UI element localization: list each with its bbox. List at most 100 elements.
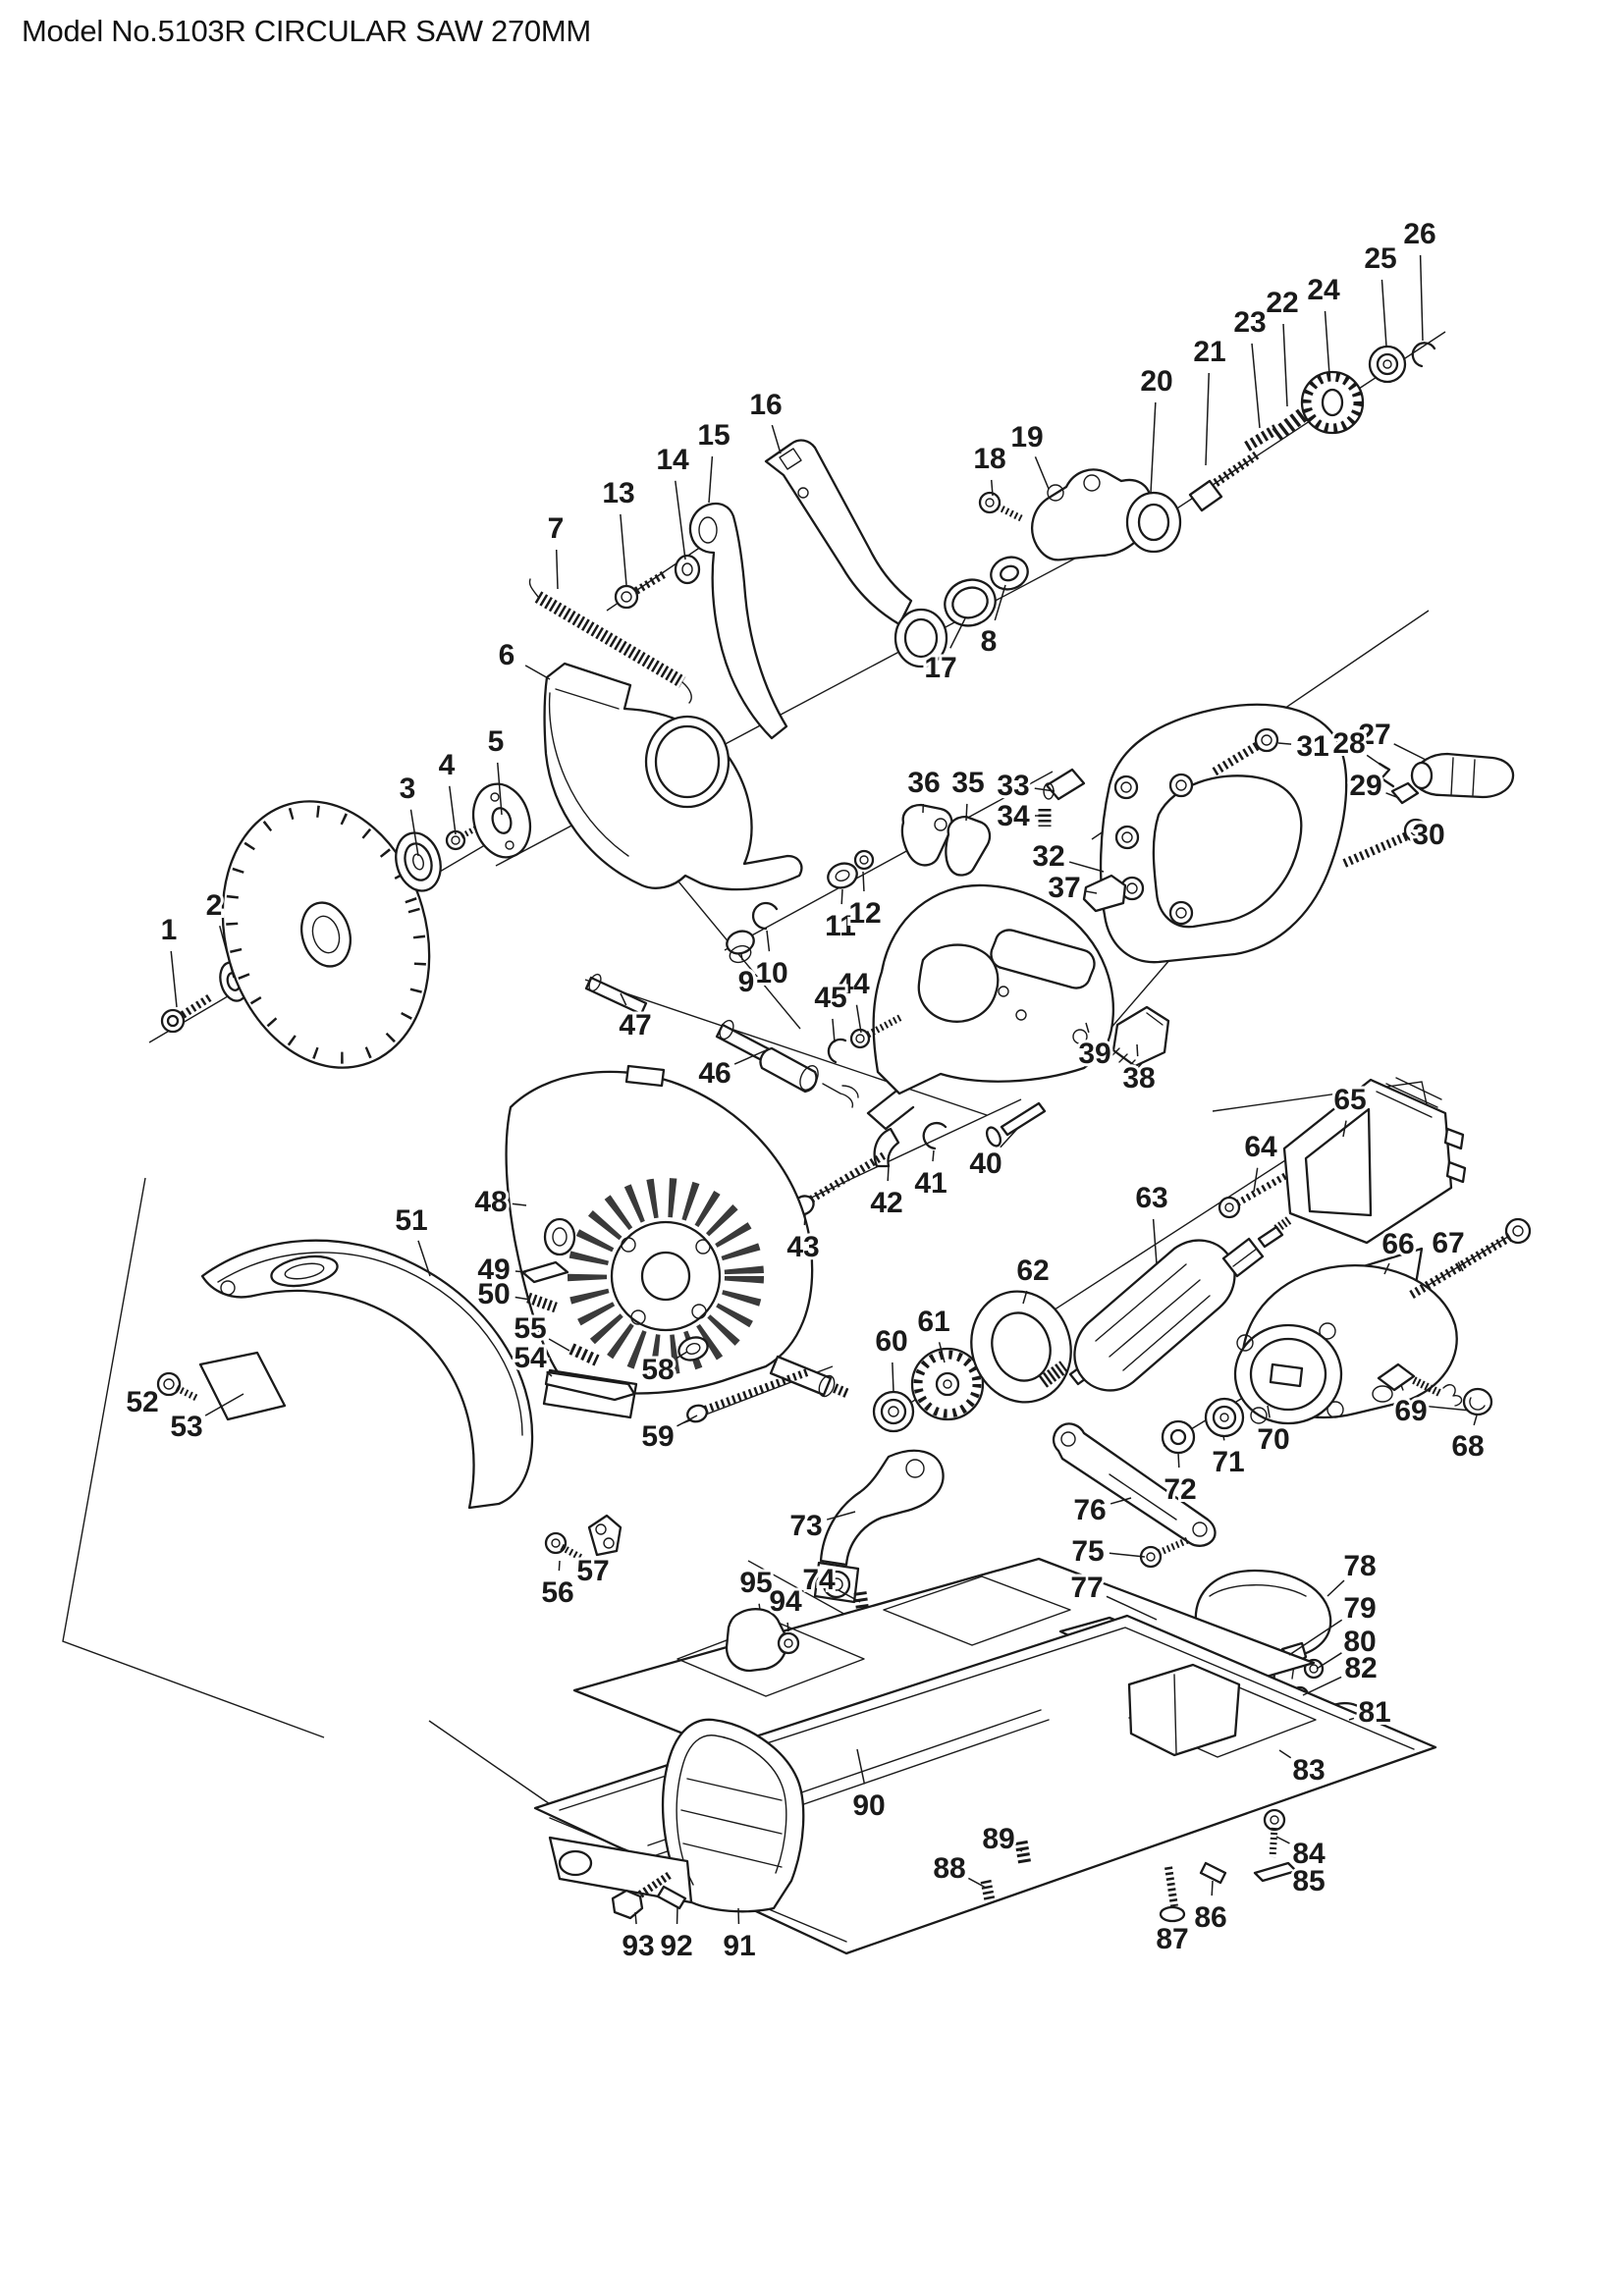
part-leader-74	[837, 1588, 861, 1603]
part-label-33: 33	[997, 770, 1029, 802]
part-leader-62	[1022, 1290, 1028, 1305]
part-label-42: 42	[870, 1187, 902, 1219]
part-label-77: 77	[1070, 1572, 1103, 1604]
part-leader-13	[620, 513, 627, 586]
part-label-50: 50	[477, 1278, 510, 1310]
part-label-84: 84	[1292, 1838, 1326, 1870]
part-label-40: 40	[969, 1148, 1001, 1180]
part-label-75: 75	[1071, 1535, 1104, 1568]
part-leader-23	[1251, 343, 1261, 429]
part-leader-32	[1068, 861, 1105, 873]
part-label-83: 83	[1292, 1754, 1325, 1787]
part-label-1: 1	[161, 914, 178, 946]
part-leader-5	[497, 762, 503, 816]
part-label-8: 8	[981, 625, 998, 658]
part-leader-22	[1282, 323, 1288, 407]
spindle-head-group	[978, 342, 1436, 561]
gear-housing-group	[505, 1064, 850, 1423]
part-leader-89	[1016, 1847, 1023, 1852]
part-leader-11	[840, 888, 843, 905]
part-leader-82	[1302, 1676, 1342, 1696]
part-leader-3	[409, 809, 419, 857]
part-leader-76	[1110, 1497, 1132, 1505]
part-label-36: 36	[907, 767, 940, 799]
part-label-4: 4	[439, 749, 456, 781]
part-label-92: 92	[660, 1930, 692, 1962]
part-leader-1	[170, 950, 178, 1008]
part-leader-69	[1400, 1384, 1404, 1391]
part-label-11: 11	[825, 910, 856, 942]
part-leader-18	[990, 479, 994, 497]
part-leader-41	[932, 1149, 935, 1162]
part-leader-56	[558, 1560, 561, 1572]
part-label-34: 34	[997, 800, 1030, 832]
part-label-73: 73	[789, 1510, 822, 1542]
part-label-82: 82	[1344, 1652, 1377, 1684]
part-label-10: 10	[755, 957, 787, 989]
motor-assembly	[872, 1077, 1532, 1455]
part-label-54: 54	[514, 1342, 547, 1374]
part-leader-78	[1326, 1579, 1345, 1597]
part-label-24: 24	[1307, 274, 1340, 306]
part-leader-2	[219, 926, 235, 979]
part-leader-16	[771, 424, 782, 454]
part-label-7: 7	[548, 512, 565, 545]
part-leader-43	[803, 1214, 806, 1226]
part-leader-17	[949, 617, 966, 649]
part-leader-68	[1473, 1415, 1478, 1426]
part-leader-65	[1342, 1120, 1347, 1138]
part-leader-6	[524, 665, 551, 680]
part-leader-44	[855, 1004, 862, 1034]
part-leader-20	[1150, 401, 1157, 494]
part-leader-47	[620, 992, 627, 1006]
blade-case-group	[584, 849, 1170, 1216]
part-leader-77	[1106, 1595, 1158, 1621]
part-label-95: 95	[739, 1567, 772, 1599]
part-label-16: 16	[749, 389, 782, 421]
part-label-93: 93	[622, 1930, 654, 1962]
part-label-18: 18	[973, 443, 1005, 475]
part-leader-94	[786, 1622, 789, 1632]
part-label-29: 29	[1349, 770, 1381, 802]
part-label-78: 78	[1343, 1550, 1376, 1582]
part-leader-79	[1288, 1619, 1343, 1656]
part-leader-15	[708, 455, 714, 504]
part-label-66: 66	[1381, 1228, 1414, 1260]
part-label-22: 22	[1266, 287, 1298, 319]
safety-cover-group	[156, 1239, 534, 1510]
part-leader-8	[994, 584, 1006, 621]
saw-blade-assembly	[160, 782, 532, 1069]
part-label-58: 58	[641, 1354, 674, 1386]
part-label-81: 81	[1358, 1696, 1390, 1729]
part-leader-71	[1222, 1435, 1225, 1441]
diagram-title: Model No.5103R CIRCULAR SAW 270MM	[22, 14, 591, 48]
part-label-28: 28	[1332, 727, 1365, 760]
part-leader-67	[1457, 1261, 1464, 1272]
part-leader-88	[967, 1877, 987, 1889]
part-label-86: 86	[1194, 1901, 1226, 1934]
part-label-52: 52	[126, 1386, 158, 1418]
part-leader-27	[1393, 743, 1427, 761]
part-label-56: 56	[541, 1576, 573, 1609]
part-leader-84	[1275, 1836, 1290, 1844]
part-label-25: 25	[1364, 242, 1396, 275]
part-leader-42	[887, 1165, 890, 1182]
part-label-51: 51	[395, 1204, 427, 1237]
part-label-45: 45	[814, 982, 846, 1014]
part-label-76: 76	[1073, 1494, 1106, 1526]
part-leader-40	[1000, 1128, 1018, 1148]
part-label-79: 79	[1343, 1592, 1376, 1625]
base-assembly	[533, 1557, 1437, 1955]
upper-guard-group	[528, 439, 1029, 891]
part-label-72: 72	[1164, 1473, 1196, 1506]
part-label-27: 27	[1358, 719, 1390, 751]
part-label-5: 5	[488, 725, 505, 758]
part-label-94: 94	[769, 1585, 802, 1618]
part-leader-33	[1034, 787, 1056, 792]
part-leader-55	[548, 1338, 570, 1352]
part-label-38: 38	[1122, 1062, 1155, 1095]
part-leader-10	[766, 930, 771, 952]
part-label-64: 64	[1244, 1131, 1277, 1163]
